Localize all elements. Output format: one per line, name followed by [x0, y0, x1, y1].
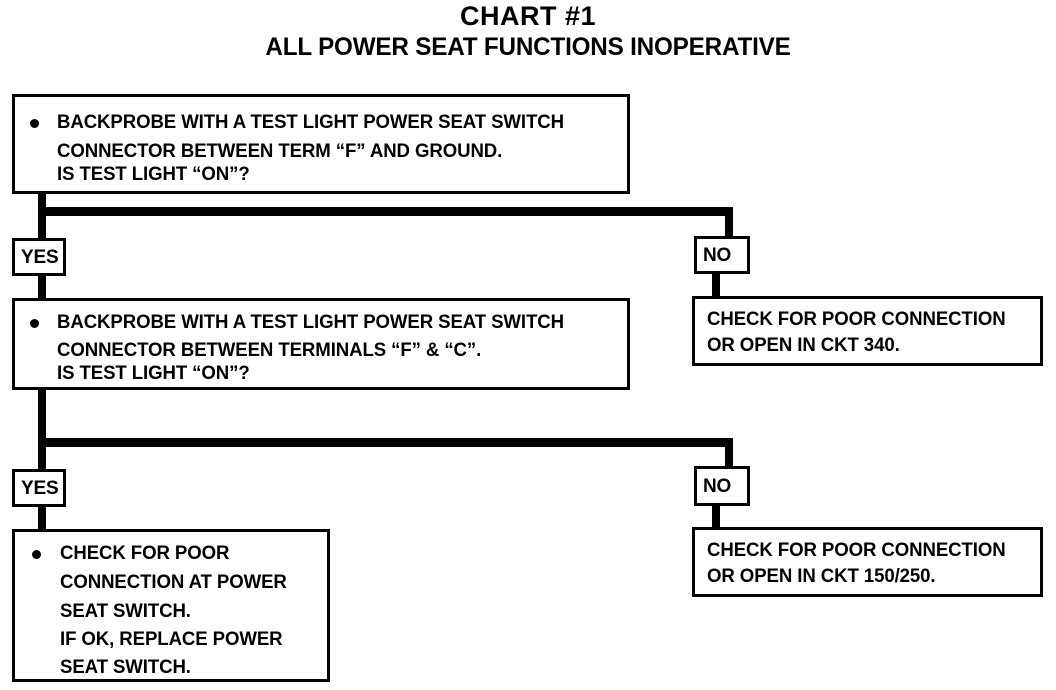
step1-bullet-icon: [30, 119, 39, 128]
connector-step2-branch-bar: [38, 438, 733, 447]
connector-yes2-to-result3: [38, 503, 46, 533]
result3-line-3: SEAT SWITCH.: [60, 601, 191, 622]
result1-box-inner: CHECK FOR POOR CONNECTION OR OPEN IN CKT…: [695, 299, 1040, 363]
step1-line-2: CONNECTOR BETWEEN TERM “F” AND GROUND.: [57, 141, 503, 162]
result3-box-inner: CHECK FOR POOR CONNECTION AT POWER SEAT …: [15, 532, 327, 679]
step2-line-3: IS TEST LIGHT “ON”?: [57, 363, 250, 384]
result1-line-1: CHECK FOR POOR CONNECTION: [707, 309, 1006, 330]
result1-box: CHECK FOR POOR CONNECTION OR OPEN IN CKT…: [692, 296, 1043, 366]
result3-line-4: IF OK, REPLACE POWER: [60, 629, 283, 650]
result3-line-5: SEAT SWITCH.: [60, 657, 191, 678]
result2-box-inner: CHECK FOR POOR CONNECTION OR OPEN IN CKT…: [695, 530, 1040, 594]
connector-no2-to-result2: [712, 503, 720, 531]
result3-box: CHECK FOR POOR CONNECTION AT POWER SEAT …: [12, 529, 330, 682]
step1-line-1: BACKPROBE WITH A TEST LIGHT POWER SEAT S…: [57, 112, 564, 133]
connector-step2-no-down: [725, 438, 733, 468]
page-title: CHART #1: [459, 1, 597, 31]
step1-box-inner: BACKPROBE WITH A TEST LIGHT POWER SEAT S…: [15, 97, 627, 191]
connector-step2-down: [38, 388, 46, 476]
branch-label-yes-1-text: YES: [21, 246, 59, 268]
connector-no1-to-result1: [712, 272, 720, 298]
result3-bullet-icon: [32, 550, 41, 559]
branch-label-yes-2-text: YES: [21, 477, 59, 499]
step2-line-1: BACKPROBE WITH A TEST LIGHT POWER SEAT S…: [57, 312, 564, 333]
branch-label-no-1: NO: [694, 236, 750, 274]
connector-step1-no-down: [725, 207, 733, 239]
branch-label-no-2: NO: [694, 466, 750, 506]
step2-bullet-icon: [30, 319, 39, 328]
step2-line-2: CONNECTOR BETWEEN TERMINALS “F” & “C”.: [57, 340, 482, 361]
branch-label-no-2-text: NO: [703, 475, 732, 497]
branch-label-yes-1: YES: [12, 238, 66, 276]
connector-yes1-to-step2: [38, 272, 46, 304]
result2-line-1: CHECK FOR POOR CONNECTION: [707, 540, 1006, 561]
step1-line-3: IS TEST LIGHT “ON”?: [57, 164, 250, 185]
step1-box: BACKPROBE WITH A TEST LIGHT POWER SEAT S…: [12, 94, 630, 194]
branch-label-no-1-text: NO: [703, 244, 732, 266]
result1-line-2: OR OPEN IN CKT 340.: [707, 335, 900, 356]
result2-box: CHECK FOR POOR CONNECTION OR OPEN IN CKT…: [692, 527, 1043, 597]
result3-line-2: CONNECTION AT POWER: [60, 572, 287, 593]
result3-line-1: CHECK FOR POOR: [60, 543, 230, 564]
connector-step1-down: [38, 192, 46, 244]
step2-box: BACKPROBE WITH A TEST LIGHT POWER SEAT S…: [12, 298, 630, 390]
step2-box-inner: BACKPROBE WITH A TEST LIGHT POWER SEAT S…: [15, 301, 627, 387]
connector-step1-branch-bar: [38, 207, 733, 216]
branch-label-yes-2: YES: [12, 469, 66, 507]
result2-line-2: OR OPEN IN CKT 150/250.: [707, 566, 936, 587]
page-subtitle: ALL POWER SEAT FUNCTIONS INOPERATIVE: [265, 33, 791, 61]
